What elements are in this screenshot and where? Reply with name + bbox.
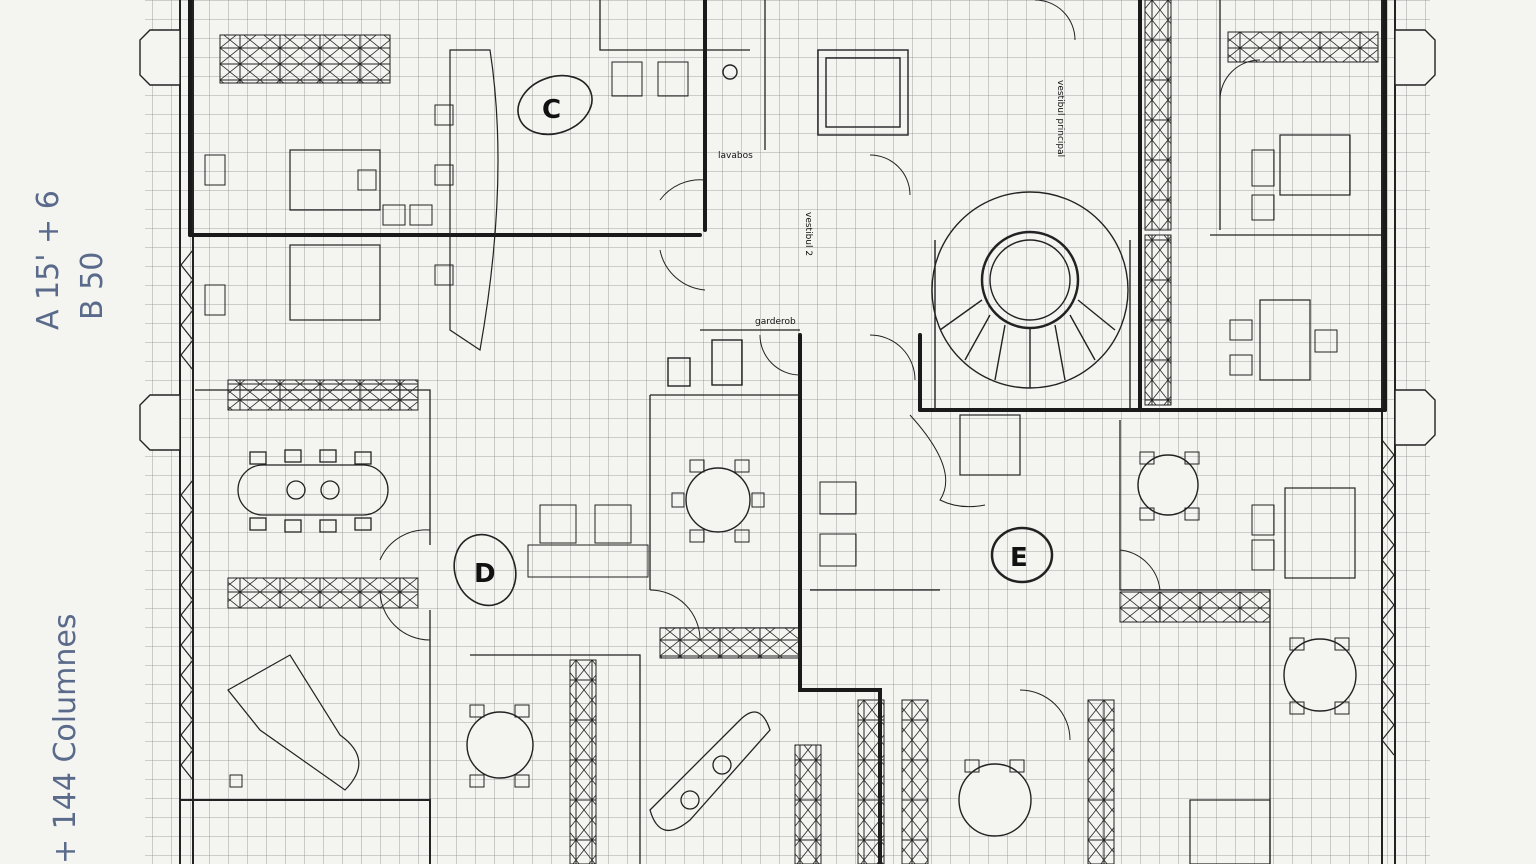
margin-note-b: B 50 [75, 252, 110, 320]
room-label-vestibul-principal: vestibul principal [1055, 80, 1065, 157]
plan-grid [145, 0, 1430, 864]
door-swings [379, 0, 1261, 741]
partition-screens [219, 0, 1379, 864]
room-label-garderob: garderob [755, 317, 796, 327]
column-pilasters [139, 29, 1436, 451]
round-table-chairs [469, 451, 1350, 788]
facade-zigzag-right [1381, 439, 1395, 756]
margin-note-c: + 144 Columnes [48, 614, 83, 864]
room-label-lavabos: lavabos [718, 151, 753, 161]
zone-marker-c: C [517, 74, 593, 136]
hand-drawn-partitions [188, 0, 1387, 864]
office-chairs [204, 61, 1338, 788]
zone-markers: C D E [453, 74, 1054, 607]
round-tables [466, 454, 1357, 837]
margin-note-a: A 15' + 6 [31, 190, 66, 330]
interior-walls [195, 0, 1385, 864]
zone-letter-e: E [1010, 543, 1028, 573]
service-core [667, 49, 909, 387]
spiral-staircase [931, 191, 1131, 410]
room-label-vestibul-2: vestibul 2 [803, 212, 813, 256]
zone-letter-c: C [542, 95, 561, 125]
conference-table-left [237, 449, 389, 533]
zone-marker-d: D [453, 533, 517, 607]
zone-marker-e: E [990, 526, 1054, 584]
facade-zigzag-left [180, 249, 194, 781]
zone-letter-d: D [474, 559, 496, 589]
office-desks [227, 49, 1356, 864]
conference-table-bottom [649, 711, 771, 832]
